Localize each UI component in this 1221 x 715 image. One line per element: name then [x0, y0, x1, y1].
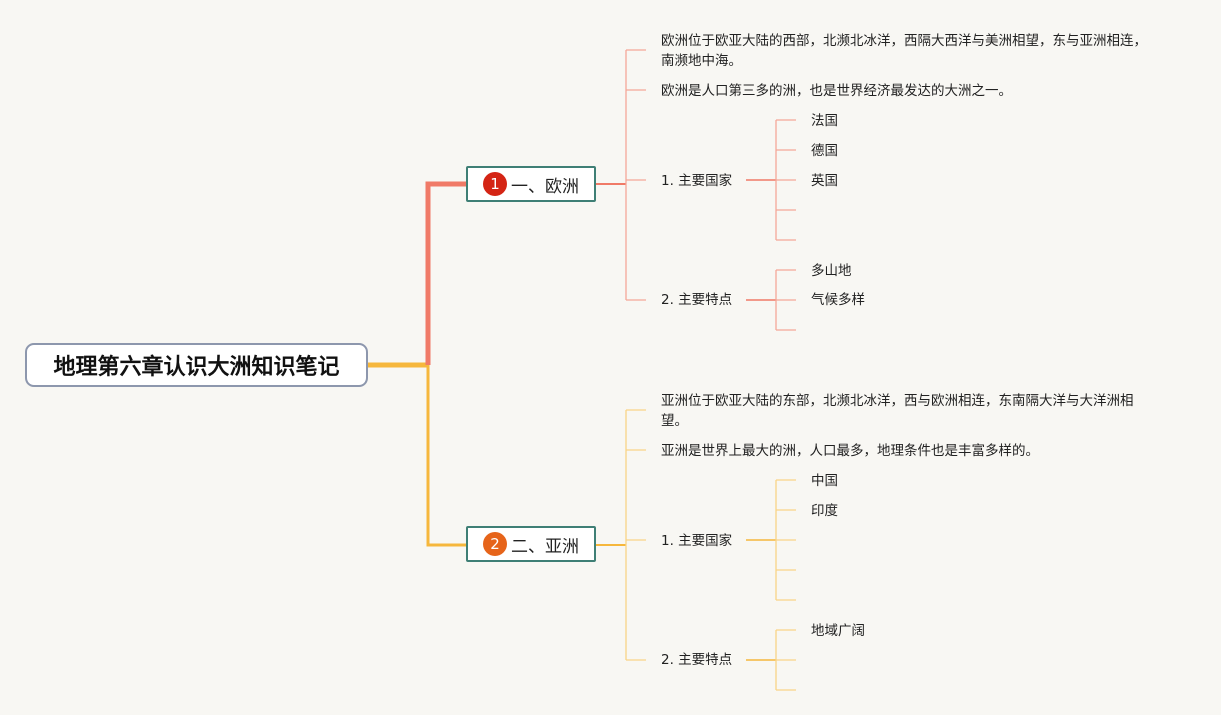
- asia-main-line: [426, 365, 466, 547]
- asia-intro-population: 亚洲是世界上最大的洲，人口最多，地理条件也是丰富多样的。: [661, 443, 1039, 459]
- asia-country-china: 中国: [811, 473, 838, 489]
- europe-intro-population: 欧洲是人口第三多的洲，也是世界经济最发达的大洲之一。: [661, 83, 1012, 99]
- root-node[interactable]: 地理第六章认识大洲知识笔记: [25, 343, 368, 387]
- europe-group-countries: 1. 主要国家: [661, 173, 733, 189]
- branch-title: 二、亚洲: [511, 536, 579, 557]
- europe-intro-location: 欧洲位于欧亚大陆的西部，北濒北冰洋，西隔大西洋与美洲相望，东与亚洲相连，南濒地中…: [661, 33, 1147, 69]
- europe-main-line: [425, 181, 466, 365]
- europe-feature-mountains: 多山地: [811, 263, 852, 279]
- branch-asia[interactable]: 2 二、亚洲: [466, 526, 596, 562]
- europe-country-germany: 德国: [811, 143, 838, 159]
- number-badge-icon: 2: [483, 532, 507, 556]
- asia-country-india: 印度: [811, 503, 838, 519]
- root-title: 地理第六章认识大洲知识笔记: [53, 355, 340, 380]
- europe-country-uk: 英国: [811, 173, 838, 189]
- asia-feature-vast: 地域广阔: [811, 623, 865, 639]
- number-badge-icon: 1: [483, 172, 507, 196]
- branch-title: 一、欧洲: [511, 176, 579, 197]
- asia-intro-location: 亚洲位于欧亚大陆的东部，北濒北冰洋，西与欧洲相连，东南隔大洋与大洋洲相望。: [661, 393, 1134, 429]
- europe-feature-climate: 气候多样: [811, 292, 865, 308]
- asia-group-countries: 1. 主要国家: [661, 533, 733, 549]
- asia-group-features: 2. 主要特点: [661, 652, 733, 668]
- europe-country-france: 法国: [811, 113, 838, 129]
- branch-europe[interactable]: 1 一、欧洲: [466, 166, 596, 202]
- europe-group-features: 2. 主要特点: [661, 292, 733, 308]
